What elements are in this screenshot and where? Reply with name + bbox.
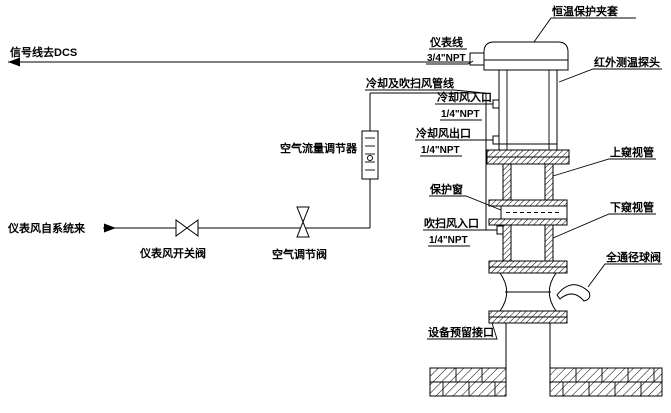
thermostat-jacket-cap [483,41,569,71]
protection-window-assembly [500,205,568,220]
label-ir-probe: 红外测温探头 [594,55,660,69]
label-dcs-signal: 信号线去DCS [10,45,77,59]
label-switch-valve: 仪表风开关阀 [139,246,206,260]
label-cooling-outlet-size: 1/4"NPT [421,145,460,156]
upper-sight-tube [502,163,554,201]
purge-inlet-fitting [496,225,504,235]
label-cooling-inlet-size: 1/4"NPT [441,109,480,120]
air-flow-regulator-rotameter [361,130,379,180]
bottom-nozzle-tube [505,323,551,396]
control-valve-symbol [296,206,310,238]
full-bore-ball-valve-body [499,272,591,312]
label-cooling-inlet: 冷却风入口 [437,90,492,104]
leader-lines [365,17,662,340]
label-full-bore-ball-valve: 全通径球阀 [605,250,661,264]
lower-sight-tube [502,224,554,262]
label-instrument-line-size: 3/4"NPT [427,53,466,64]
label-purge-inlet-size: 1/4"NPT [429,235,468,246]
switch-valve-symbol [175,219,199,237]
flange-window-upper [488,199,568,207]
label-air-flow-regulator: 空气流量调节器 [280,141,358,155]
label-cooling-outlet: 冷却风出口 [416,126,471,140]
label-reserved-interface: 设备预留接口 [428,325,494,339]
label-upper-sight-tube: 上窥视管 [610,145,654,159]
flange-window-lower [488,218,568,226]
furnace-wall [429,367,663,397]
label-cooling-purge-line: 冷却及吹扫风管线 [366,76,454,90]
flange-pair-top [486,149,570,165]
dcs-arrow [8,57,20,67]
air-supply-line [103,93,371,233]
flange-pair-bottom [488,310,568,324]
cooling-outlet-fitting [492,135,500,145]
signal-fitting [469,52,485,66]
signal-line [8,57,470,67]
cooling-inlet-fitting [492,99,500,109]
label-thermostat-jacket: 恒温保护夹套 [552,4,619,18]
label-instrument-line: 仪表线 [429,35,463,49]
air-supply-arrow [104,223,116,233]
ir-probe-barrel [498,69,558,151]
label-protection-window: 保护窗 [429,182,463,196]
label-instrument-air-source: 仪表风自系统来 [7,221,86,235]
label-lower-sight-tube: 下窥视管 [610,200,654,214]
flange-pair-above-valve [488,260,568,274]
cooling-purge-piping [370,92,503,231]
label-control-valve: 空气调节阀 [272,247,327,261]
ball-valve-handle [556,284,591,302]
label-purge-inlet: 吹扫风入口 [424,216,479,230]
